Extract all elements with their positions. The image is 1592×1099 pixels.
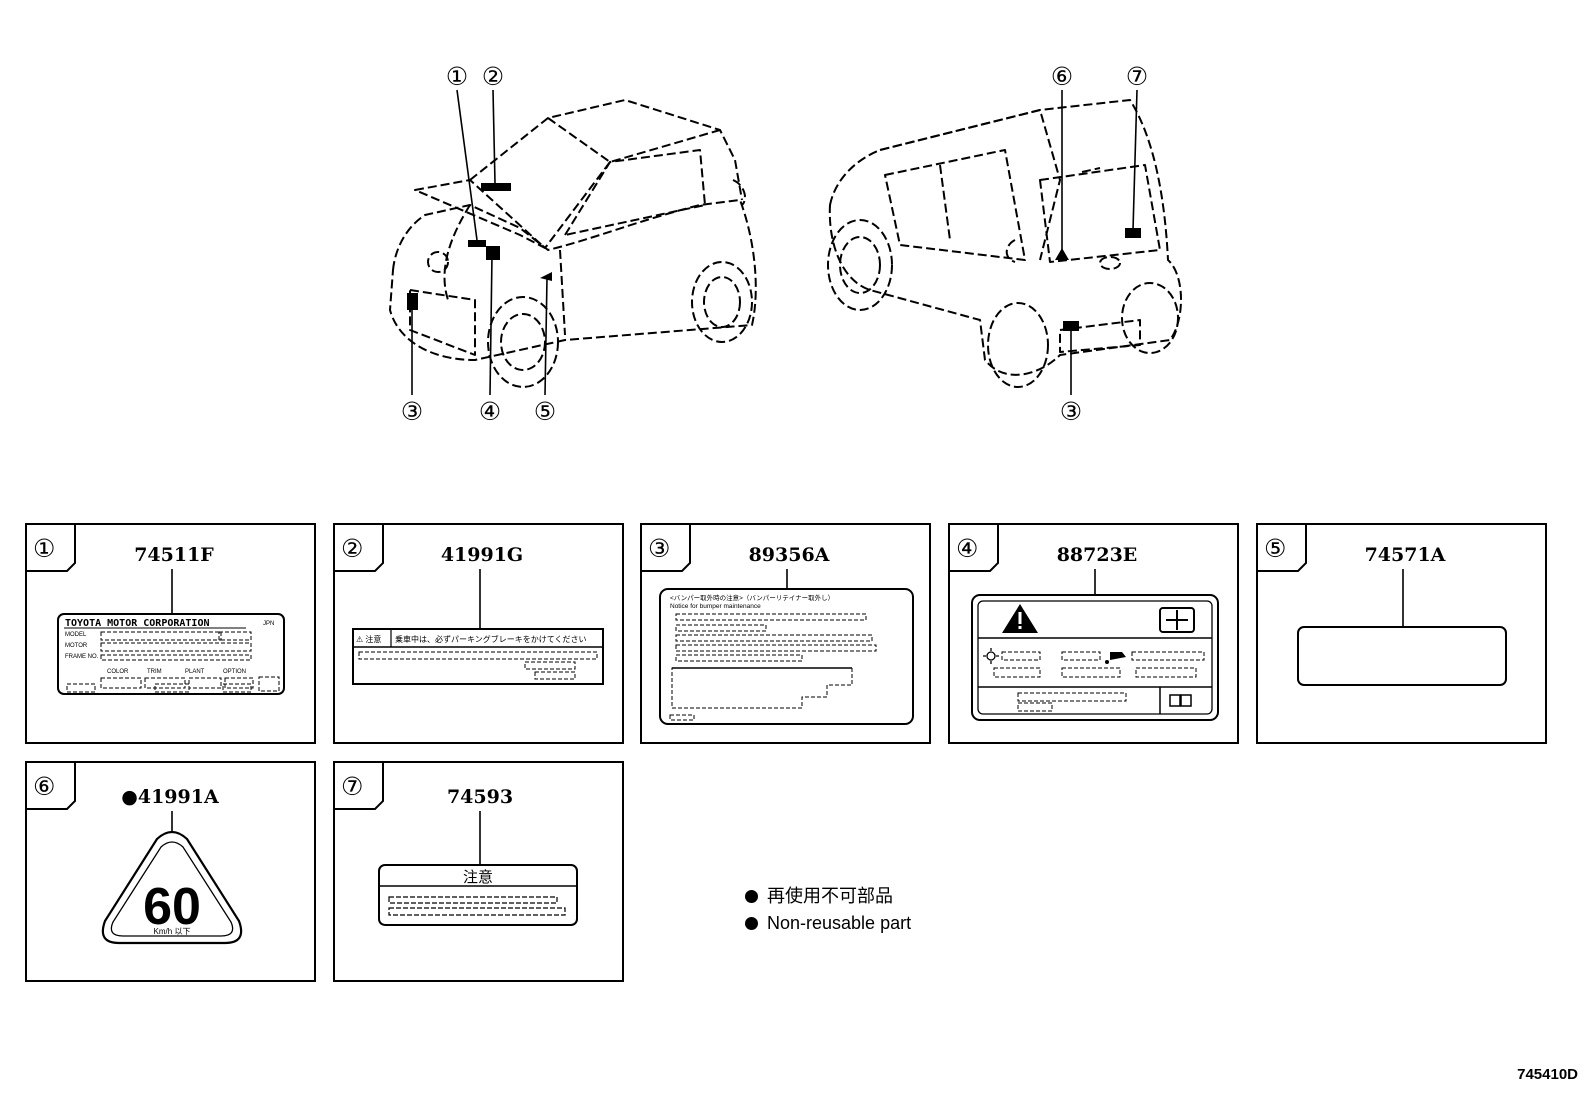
panel-5-art: ⑤ 74571A (1258, 525, 1507, 686)
legend: 再使用不可部品 Non-reusable part (745, 883, 911, 937)
id-plate (57, 613, 285, 695)
plate-col-plant: PLANT (185, 669, 205, 675)
warning-triangle-icon (1002, 604, 1038, 633)
callout-5: ⑤ (534, 398, 556, 426)
bullet-icon (745, 890, 758, 903)
panel-3-part-number: 89356A (749, 544, 830, 566)
rear-view-car (827, 99, 1182, 388)
parking-tag: ⚠ 注意 (356, 634, 381, 644)
bumper-line-1: <バンパー取外時の注意>（バンパーリテイナー取外し） (670, 593, 834, 602)
callout-4: ④ (479, 398, 501, 426)
speed-value: 60 (143, 878, 201, 936)
oil-can-icon (1105, 652, 1126, 664)
bumper-label (659, 588, 914, 725)
panel-5-number: ⑤ (1264, 535, 1286, 563)
panel-2-number: ② (341, 535, 363, 563)
plate-row-frame: FRAME NO. (65, 654, 99, 660)
parking-brake-label (352, 628, 604, 685)
panel-6: ⑥ ●41991A 60 Km/h 以下 (25, 761, 316, 982)
manual-book-icon (1159, 607, 1195, 633)
plate-row-model: MODEL (65, 632, 87, 638)
panel-6-part-number: ●41991A (121, 786, 219, 808)
callout-7: ⑦ (1126, 63, 1148, 91)
panel-2: ② 41991G ⚠ 注意 乗車中は、必ずパーキングブレーキをかけてください (333, 523, 624, 744)
plate-col-color: COLOR (107, 669, 129, 675)
settings-box-icon (1169, 694, 1192, 707)
panel-4-part-number: 88723E (1057, 544, 1138, 566)
panel-1-number: ① (33, 535, 55, 563)
drawing-id: 745410D (1517, 1066, 1578, 1083)
panel-3-number: ③ (648, 535, 670, 563)
panel-3-art: ③ 89356A <バンパー取外時の注意>（バンパーリテイナー取外し） Noti… (642, 525, 914, 725)
panel-7-part-number: 74593 (447, 786, 513, 808)
speed-limit-sign: 60 Km/h 以下 (101, 830, 243, 945)
callout-2: ② (482, 63, 504, 91)
panel-6-number: ⑥ (33, 773, 55, 801)
panel-7-art: ⑦ 74593 注意 (335, 763, 578, 926)
callout-6: ⑥ (1051, 63, 1073, 91)
plate-title: TOYOTA MOTOR CORPORATION (65, 618, 210, 629)
panel-1-part-number: 74511F (134, 544, 214, 566)
panel-7: ⑦ 74593 注意 (333, 761, 624, 982)
panel-1: ① 74511F TOYOTA MOTOR CORPORATION JPN MO… (25, 523, 316, 744)
blank-label (1297, 626, 1507, 686)
panel-5-part-number: 74571A (1365, 544, 1446, 566)
callout-1: ① (446, 63, 468, 91)
panel-3: ③ 89356A <バンパー取外時の注意>（バンパーリテイナー取外し） Noti… (640, 523, 931, 744)
warning-label (971, 594, 1219, 721)
panel-7-number: ⑦ (341, 773, 363, 801)
callout-3-rear: ③ (1060, 398, 1082, 426)
panel-4-number: ④ (956, 535, 978, 563)
speed-unit: Km/h 以下 (154, 927, 191, 936)
caution-title: 注意 (463, 868, 493, 886)
vehicle-views: ① ② ③ ④ ⑤ ⑥ ⑦ ③ (389, 63, 1182, 426)
label-markers (407, 183, 1141, 331)
plate-country: JPN (263, 621, 274, 627)
panel-2-part-number: 41991G (441, 544, 523, 566)
plate-col-option: OPTION (223, 669, 246, 675)
front-view-car (389, 99, 757, 388)
sun-icon (983, 648, 999, 664)
parking-text: 乗車中は、必ずパーキングブレーキをかけてください (395, 634, 587, 644)
bullet-icon (745, 917, 758, 930)
panel-4-art: ④ 88723E (950, 525, 1219, 721)
plate-row-motor: MOTOR (65, 643, 88, 649)
panel-5: ⑤ 74571A (1256, 523, 1547, 744)
legend-en: Non-reusable part (745, 910, 911, 937)
panel-2-art: ② 41991G ⚠ 注意 乗車中は、必ずパーキングブレーキをかけてください (335, 525, 604, 685)
callout-3-front: ③ (401, 398, 423, 426)
panel-1-art: ① 74511F TOYOTA MOTOR CORPORATION JPN MO… (27, 525, 285, 695)
legend-ja: 再使用不可部品 (745, 883, 911, 910)
bumper-line-2: Notice for bumper maintenance (670, 603, 761, 610)
leader-lines (411, 89, 1138, 396)
plate-col-trim: TRIM (147, 669, 162, 675)
panel-6-art: ⑥ ●41991A 60 Km/h 以下 (27, 763, 243, 945)
panel-4: ④ 88723E (948, 523, 1239, 744)
caution-label (378, 864, 578, 926)
